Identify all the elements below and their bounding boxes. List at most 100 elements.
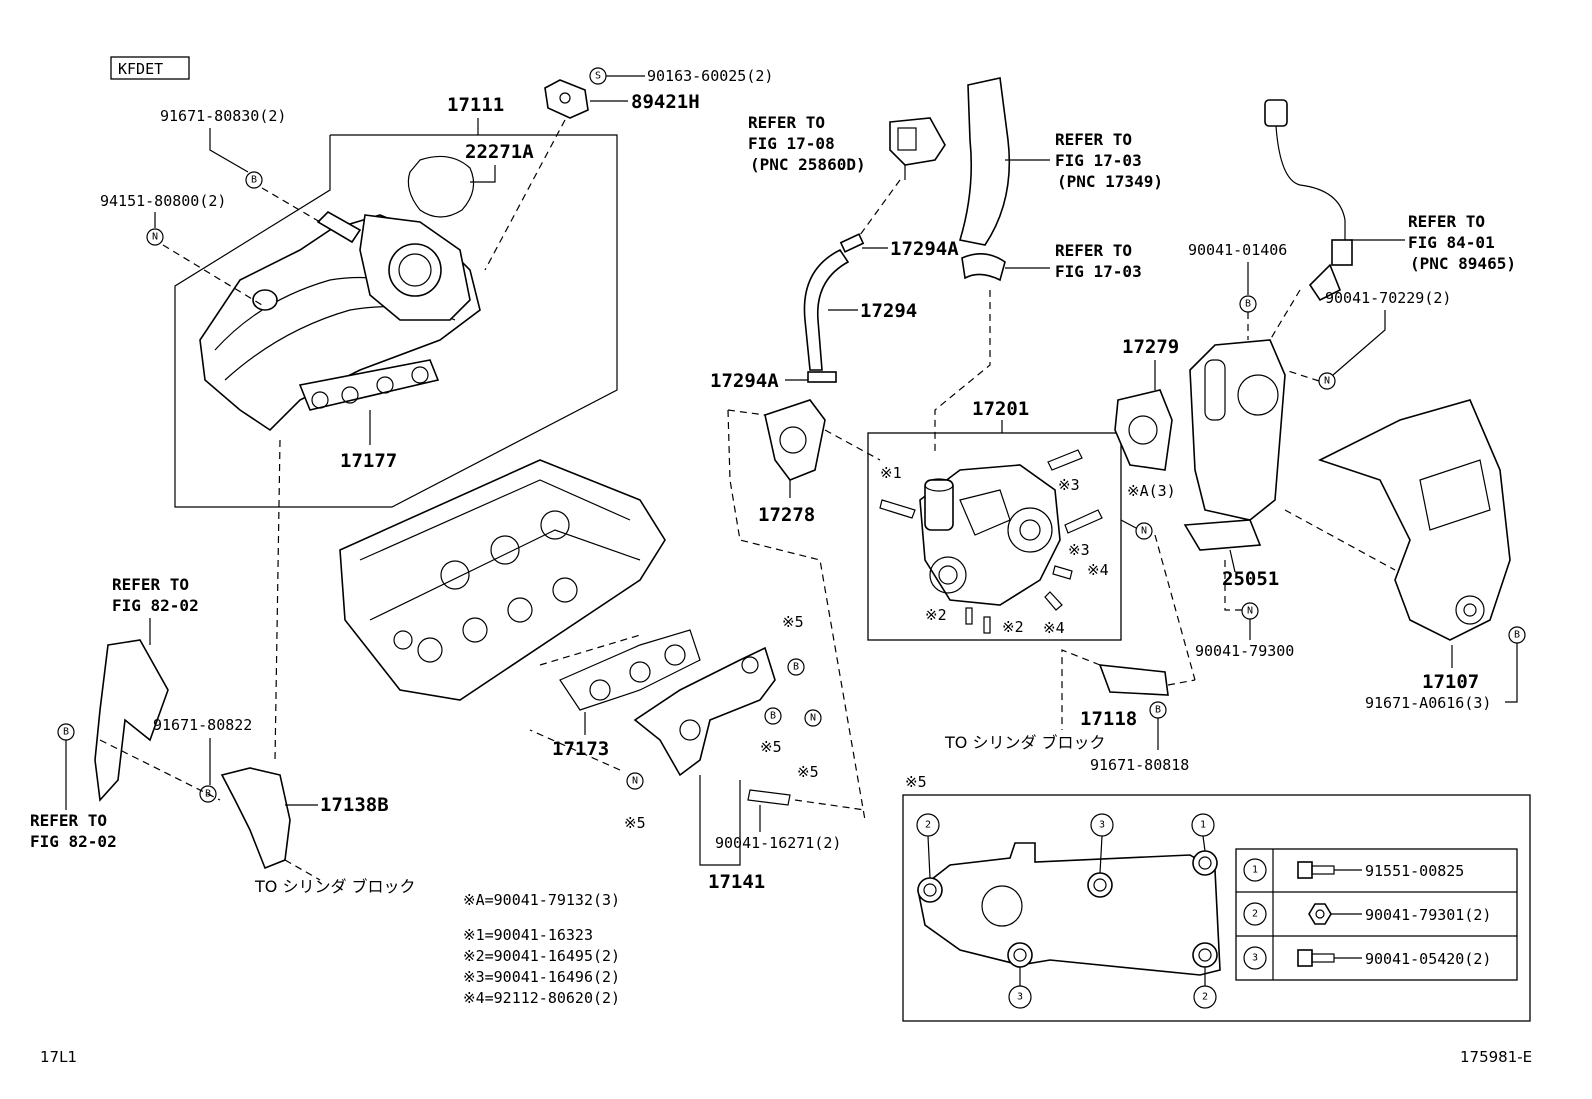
- refer-fig82-02-top-l1[interactable]: REFER TO: [112, 575, 189, 594]
- pressure-sensor-drawing: [889, 117, 946, 180]
- stud-drawing: [747, 789, 791, 806]
- b-mark: [199, 785, 217, 803]
- mark-x3-b: ※3: [1068, 541, 1090, 559]
- legend-x1: ※1=90041-16323: [463, 926, 593, 944]
- mark-x5-4: ※5: [624, 814, 646, 832]
- refer-fig17-03b-l2[interactable]: FIG 17-03: [1055, 262, 1142, 281]
- fastener-row-3: 3 90041-05420(2): [1243, 946, 1491, 970]
- heat-insulator-17107-drawing: [1317, 399, 1511, 641]
- nut-icon: [1308, 903, 1332, 925]
- svg-text:3: 3: [1252, 953, 1258, 964]
- callout-17141[interactable]: 17141: [708, 871, 765, 893]
- stud-x3b-drawing: [1064, 509, 1103, 534]
- n-mark: [804, 709, 822, 727]
- callout-89421h[interactable]: 89421H: [631, 91, 700, 113]
- gasket-17173-drawing: [559, 629, 701, 711]
- refer-fig84-01-l1[interactable]: REFER TO: [1408, 212, 1485, 231]
- fastener-part-2[interactable]: 90041-79301(2): [1365, 906, 1491, 924]
- svg-text:1: 1: [1200, 820, 1206, 831]
- callout-17173[interactable]: 17173: [552, 738, 609, 760]
- b-mark: [764, 707, 782, 725]
- refer-fig82-02-bottom-l2[interactable]: FIG 82-02: [30, 832, 117, 851]
- callout-17138b[interactable]: 17138B: [320, 794, 389, 816]
- clamp-drawing: [839, 233, 865, 253]
- gasket-17278-drawing: [764, 399, 826, 481]
- refer-fig17-08-l1[interactable]: REFER TO: [748, 113, 825, 132]
- callout-17278[interactable]: 17278: [758, 504, 815, 526]
- callout-91671-80818[interactable]: 91671-80818: [1090, 756, 1189, 774]
- callout-17111[interactable]: 17111: [447, 94, 504, 116]
- callout-94151-80800[interactable]: 94151-80800(2): [100, 192, 226, 210]
- nut-x4b-drawing: [1044, 591, 1063, 611]
- legend-x4: ※4=92112-80620(2): [463, 989, 620, 1007]
- callout-xa3[interactable]: ※A(3): [1127, 482, 1176, 500]
- to-cylinder-block-right: TO シリンダ ブロック: [944, 733, 1106, 752]
- mark-x1: ※1: [880, 464, 902, 482]
- refer-fig84-01-l3[interactable]: (PNC 89465): [1410, 254, 1516, 273]
- svg-text:2: 2: [1202, 992, 1208, 1003]
- turbocharger-group-box: [867, 432, 1122, 641]
- svg-text:B: B: [793, 662, 799, 673]
- bracket-17118-drawing: [1098, 664, 1169, 696]
- mark-x2-b: ※2: [1002, 618, 1024, 636]
- refer-fig17-03a-l1[interactable]: REFER TO: [1055, 130, 1132, 149]
- callout-17201[interactable]: 17201: [972, 398, 1029, 420]
- callout-90041-01406[interactable]: 90041-01406: [1188, 241, 1287, 259]
- callout-90163-60025[interactable]: 90163-60025(2): [647, 67, 773, 85]
- bolt-icon: [1297, 861, 1313, 879]
- mark-x4-b: ※4: [1043, 619, 1065, 637]
- mark-x4-a: ※4: [1087, 561, 1109, 579]
- detail-title: ※5: [905, 773, 927, 791]
- callout-90041-79300[interactable]: 90041-79300: [1195, 642, 1294, 660]
- exhaust-manifold-17141-drawing: [633, 646, 776, 777]
- svg-text:B: B: [1245, 299, 1251, 310]
- svg-text:2: 2: [1252, 909, 1258, 920]
- refer-fig17-08-l3[interactable]: (PNC 25860D): [750, 155, 866, 174]
- intake-manifold-drawing: [199, 211, 481, 432]
- callout-91671-80830[interactable]: 91671-80830(2): [160, 107, 286, 125]
- svg-text:N: N: [1141, 526, 1147, 537]
- refer-fig84-01-l2[interactable]: FIG 84-01: [1408, 233, 1495, 252]
- fastener-part-3[interactable]: 90041-05420(2): [1365, 950, 1491, 968]
- refer-fig17-03b-l1[interactable]: REFER TO: [1055, 241, 1132, 260]
- callout-17177[interactable]: 17177: [340, 450, 397, 472]
- detail-manifold-drawing: [917, 842, 1221, 976]
- callout-17118[interactable]: 17118: [1080, 708, 1137, 730]
- gasket-22271a-drawing: [407, 155, 475, 218]
- fastener-part-1[interactable]: 91551-00825: [1365, 862, 1464, 880]
- b-mark: [245, 171, 263, 189]
- callout-17294a-bottom[interactable]: 17294A: [710, 370, 779, 392]
- refer-fig17-08-l2[interactable]: FIG 17-08: [748, 134, 835, 153]
- refer-fig82-02-top-l2[interactable]: FIG 82-02: [112, 596, 199, 615]
- n-mark: [146, 228, 164, 246]
- callout-22271a[interactable]: 22271A: [465, 141, 534, 163]
- svg-text:N: N: [632, 776, 638, 787]
- callout-90041-70229[interactable]: 90041-70229(2): [1325, 289, 1451, 307]
- svg-text:S: S: [595, 71, 601, 82]
- mark-x5-2: ※5: [760, 738, 782, 756]
- hose-clamp-drawing: [961, 253, 1006, 282]
- hose-17294-drawing: [803, 248, 850, 371]
- callout-17107[interactable]: 17107: [1422, 671, 1479, 693]
- callout-17294a-top[interactable]: 17294A: [890, 238, 959, 260]
- gasket-17279-drawing: [1114, 389, 1173, 471]
- svg-text:3: 3: [1099, 820, 1105, 831]
- svg-text:N: N: [810, 713, 816, 724]
- map-sensor-drawing: [544, 79, 589, 119]
- nut-x4a-drawing: [1052, 565, 1073, 580]
- callout-91671-80822[interactable]: 91671-80822: [153, 716, 252, 734]
- svg-text:B: B: [251, 175, 257, 186]
- refer-fig82-02-bottom-l1[interactable]: REFER TO: [30, 811, 107, 830]
- refer-fig17-03a-l3[interactable]: (PNC 17349): [1057, 172, 1163, 191]
- callout-25051[interactable]: 25051: [1222, 568, 1279, 590]
- fastener-table: [1235, 848, 1518, 981]
- callout-90041-16271[interactable]: 90041-16271(2): [715, 834, 841, 852]
- svg-text:2: 2: [925, 820, 931, 831]
- callout-91671-a0616[interactable]: 91671-A0616(3): [1365, 694, 1491, 712]
- legend-xa: ※A=90041-79132(3): [463, 891, 620, 909]
- callout-17294[interactable]: 17294: [860, 300, 917, 322]
- refer-fig17-03a-l2[interactable]: FIG 17-03: [1055, 151, 1142, 170]
- callout-17279[interactable]: 17279: [1122, 336, 1179, 358]
- svg-text:N: N: [1247, 606, 1253, 617]
